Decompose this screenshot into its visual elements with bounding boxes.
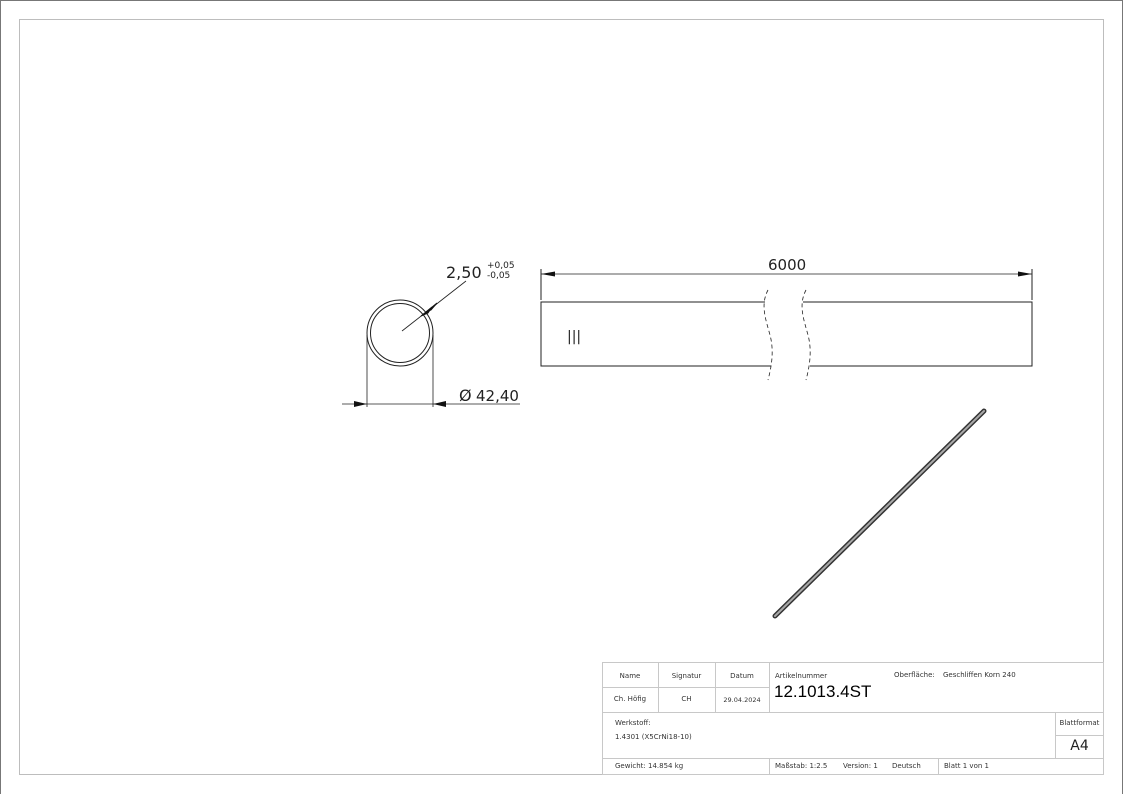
surface-grain-mark: ||| [567, 329, 581, 345]
material-value: 1.4301 (X5CrNi18-10) [615, 733, 692, 741]
outer-diameter-label: 42,40 [476, 387, 519, 405]
header-date: Datum [730, 672, 754, 680]
title-block: Name Signatur Datum Ch. Höfig CH 29.04.2… [602, 662, 1104, 775]
side-view [540, 269, 1033, 381]
length-dimension-label: 6000 [768, 256, 806, 274]
article-number-label: Artikelnummer [775, 672, 828, 680]
cross-section-view [342, 280, 520, 407]
author-name: Ch. Höfig [613, 695, 647, 703]
material-label: Werkstoff: [615, 719, 651, 727]
drawing-frame [19, 19, 1104, 775]
scale: Maßstab: 1:2.5 [775, 762, 828, 770]
sheet-format-value: A4 [1070, 738, 1089, 754]
author-signature: CH [681, 695, 692, 703]
version: Version: 1 [843, 762, 878, 770]
sheet-format-label: Blattformat [1059, 719, 1100, 727]
header-name: Name [619, 672, 641, 680]
diameter-symbol: Ø [459, 386, 472, 405]
weight: Gewicht: 14.854 kg [615, 762, 684, 770]
header-signature: Signatur [671, 672, 702, 680]
tolerance-minus: -0,05 [487, 271, 510, 281]
author-date: 29.04.2024 [723, 696, 761, 704]
surface-label: Oberfläche: [894, 671, 935, 679]
surface-value: Geschliffen Korn 240 [943, 671, 1016, 679]
sheet-number: Blatt 1 von 1 [944, 762, 989, 770]
wall-thickness-label: 2,50 [446, 263, 482, 282]
article-number: 12.1013.4ST [774, 682, 872, 701]
isometric-tube-view [772, 408, 987, 619]
language: Deutsch [892, 762, 921, 770]
tolerance-plus: +0,05 [487, 261, 515, 271]
